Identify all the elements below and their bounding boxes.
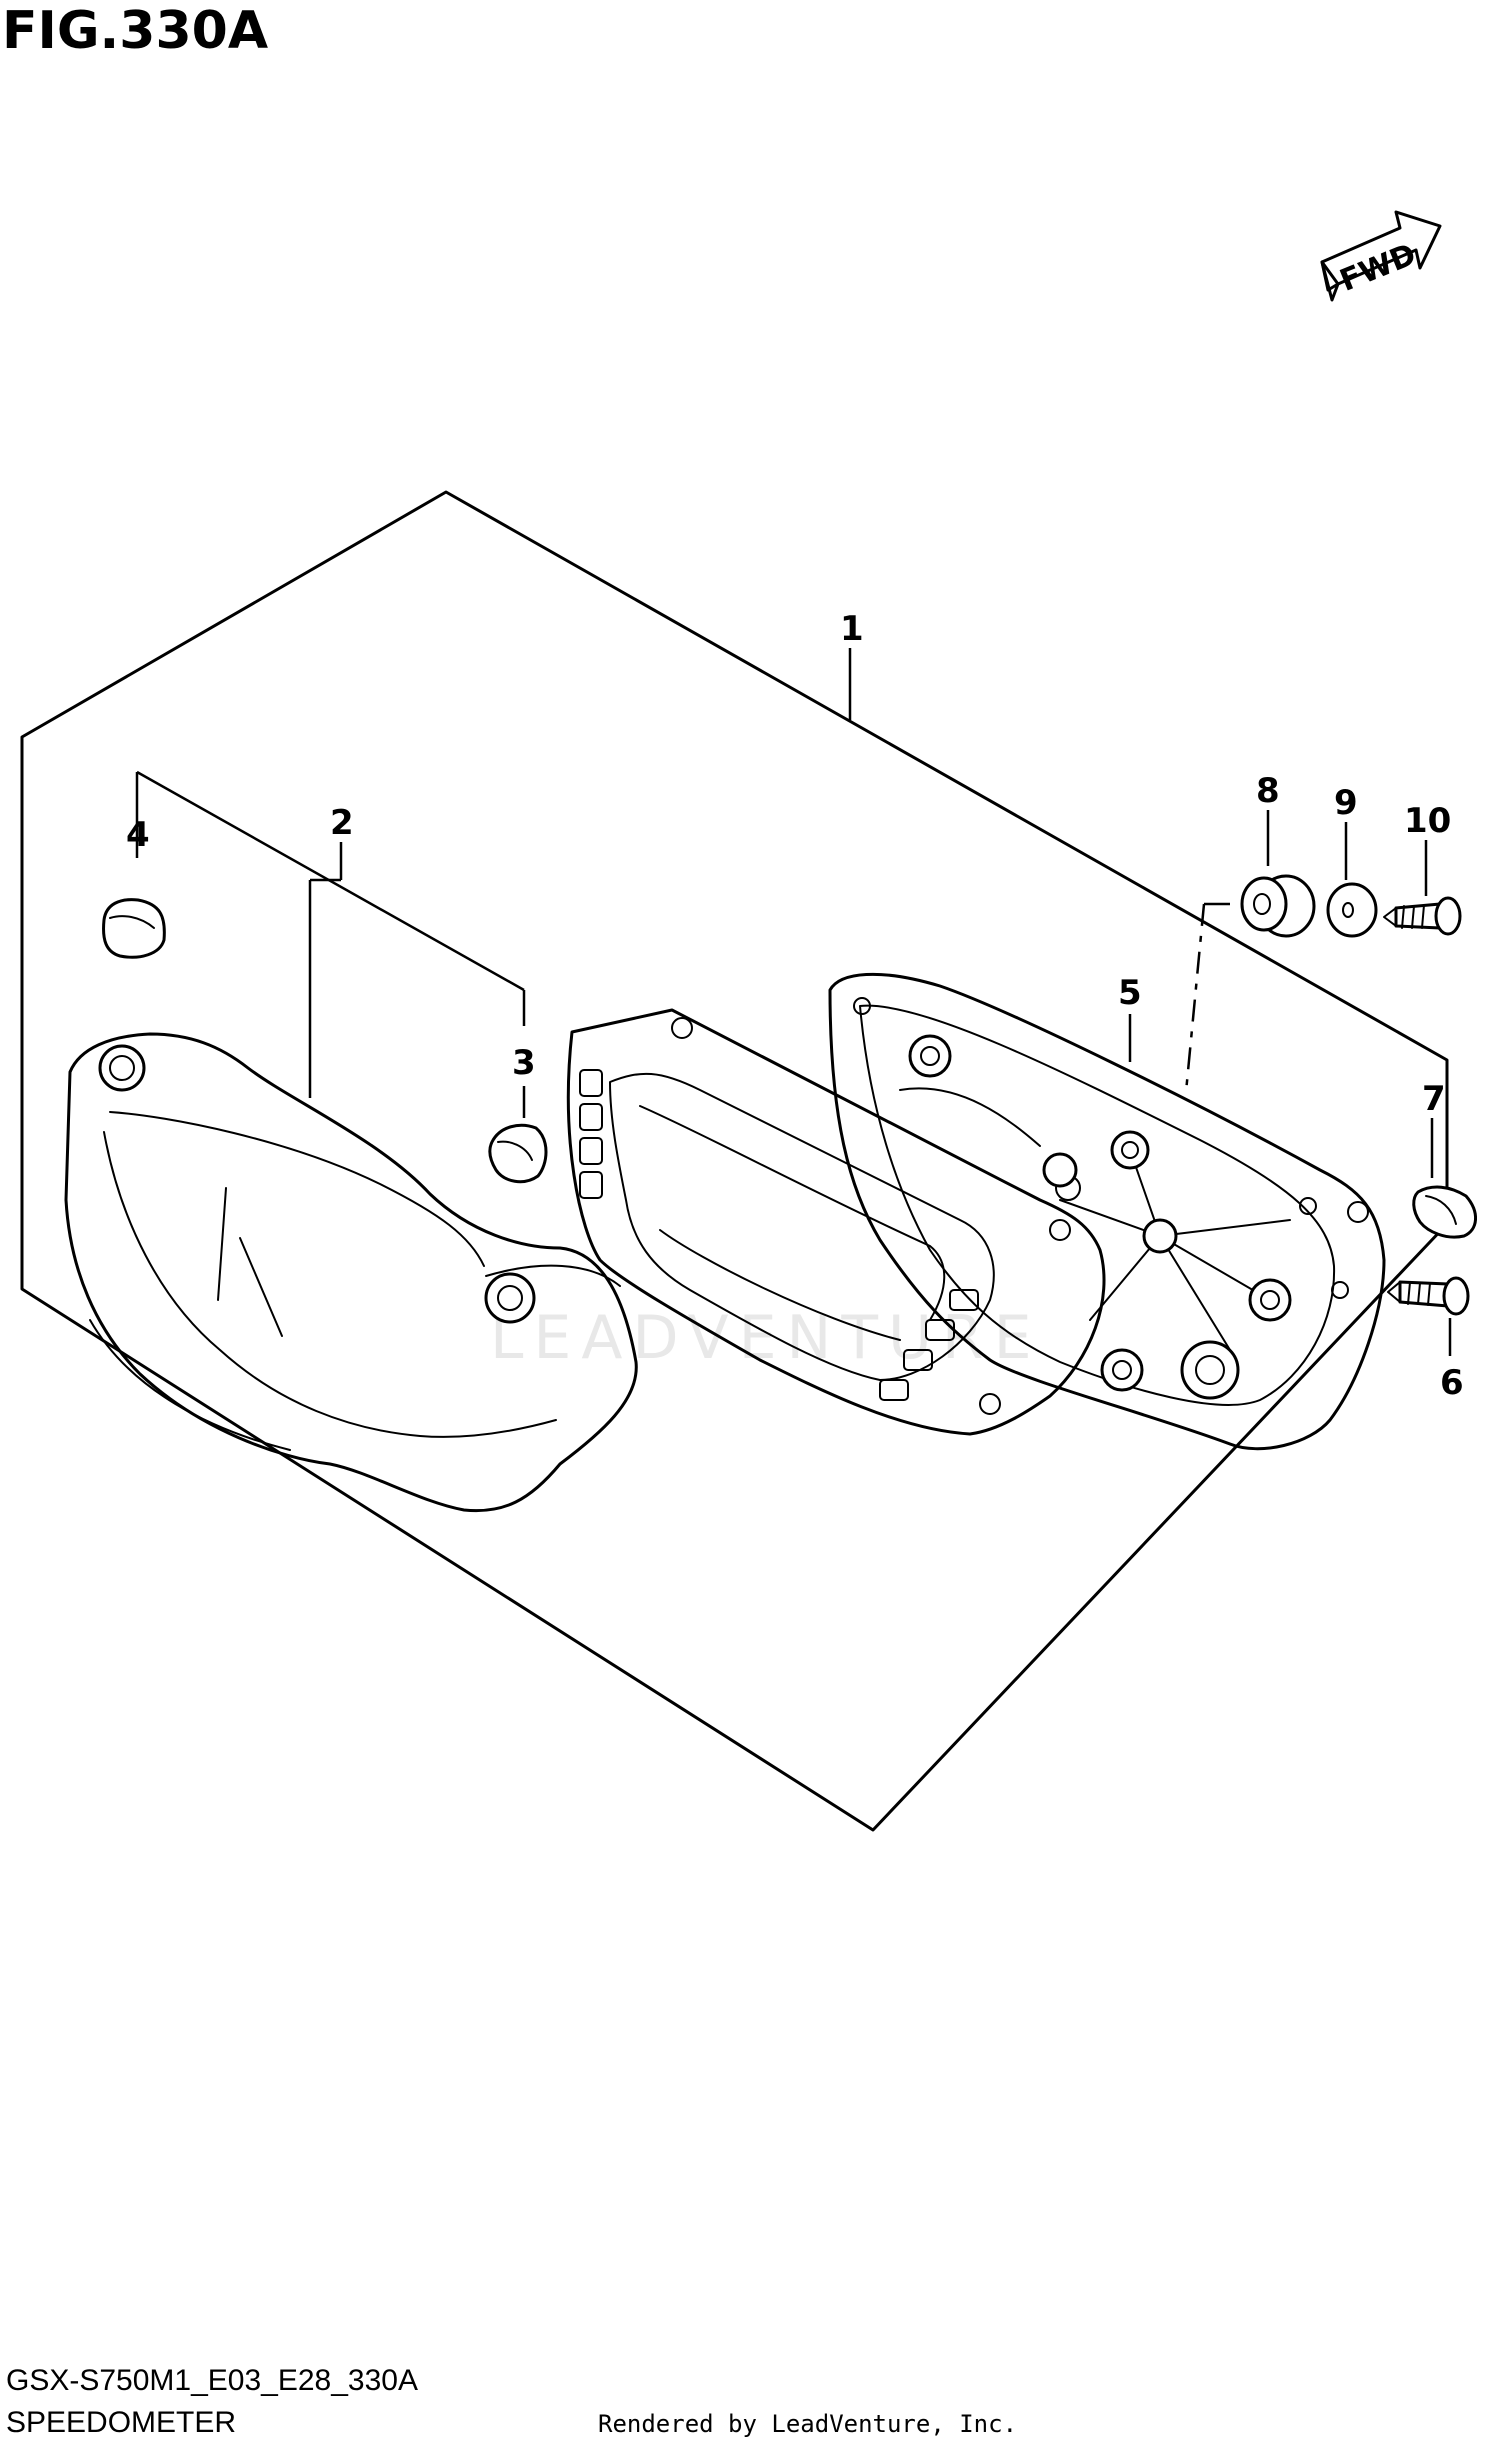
callout-4: 4 — [126, 815, 150, 855]
callout-labels: 1 2 3 4 5 6 7 8 9 10 — [126, 609, 1464, 1403]
screw-part-10 — [1383, 896, 1462, 936]
callout-10: 10 — [1404, 801, 1451, 841]
callout-2: 2 — [330, 803, 354, 843]
section-name: SPEEDOMETER — [6, 2406, 236, 2439]
visor-cover-part — [64, 1032, 638, 1513]
callout-6: 6 — [1440, 1363, 1464, 1403]
clip-part-7 — [1412, 1185, 1477, 1239]
callout-1: 1 — [840, 609, 864, 649]
callout-3: 3 — [512, 1043, 536, 1083]
cap-part-3 — [488, 1123, 548, 1184]
leader-lines — [135, 648, 1452, 1356]
fwd-arrow-icon: FWD — [1320, 210, 1442, 302]
screw-part-6 — [1387, 1276, 1470, 1316]
case-lower-part-5 — [828, 972, 1386, 1451]
callout-5: 5 — [1118, 973, 1142, 1013]
render-credit: Rendered by LeadVenture, Inc. — [598, 2410, 1017, 2438]
figure-title: FIG.330A — [2, 1, 268, 61]
callout-9: 9 — [1334, 783, 1358, 823]
assembly-boundary — [20, 490, 1449, 1832]
grommet-part-8 — [1240, 874, 1316, 938]
washer-part-9 — [1326, 882, 1378, 938]
model-code: GSX-S750M1_E03_E28_330A — [6, 2364, 418, 2397]
cap-part-4 — [102, 898, 166, 959]
callout-8: 8 — [1256, 771, 1280, 811]
callout-7: 7 — [1422, 1079, 1446, 1119]
